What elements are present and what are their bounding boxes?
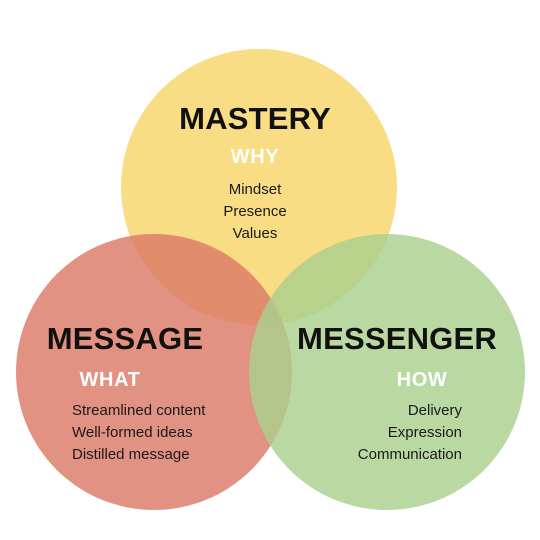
message-item: Well-formed ideas [72, 424, 193, 441]
mastery-items: Mindset Presence Values [155, 179, 355, 245]
messenger-items: Delivery Expression Communication [262, 400, 462, 466]
messenger-subtitle: HOW [396, 369, 448, 391]
mastery-title: MASTERY [179, 101, 331, 136]
messenger-circle [249, 234, 525, 510]
message-circle [16, 234, 292, 510]
message-title: MESSAGE [46, 321, 204, 356]
message-item: Streamlined content [72, 402, 206, 419]
message-item: Distilled message [72, 446, 190, 463]
message-items: Streamlined content Well-formed ideas Di… [72, 400, 272, 466]
mastery-item: Mindset [228, 181, 282, 198]
mastery-item: Values [232, 225, 278, 242]
messenger-item: Expression [387, 424, 462, 441]
messenger-item: Delivery [407, 402, 462, 419]
mastery-item: Presence [223, 203, 287, 220]
mastery-subtitle: WHY [230, 146, 280, 168]
messenger-item: Communication [357, 446, 462, 463]
message-subtitle: WHAT [79, 369, 141, 391]
messenger-title: MESSENGER [297, 321, 497, 356]
